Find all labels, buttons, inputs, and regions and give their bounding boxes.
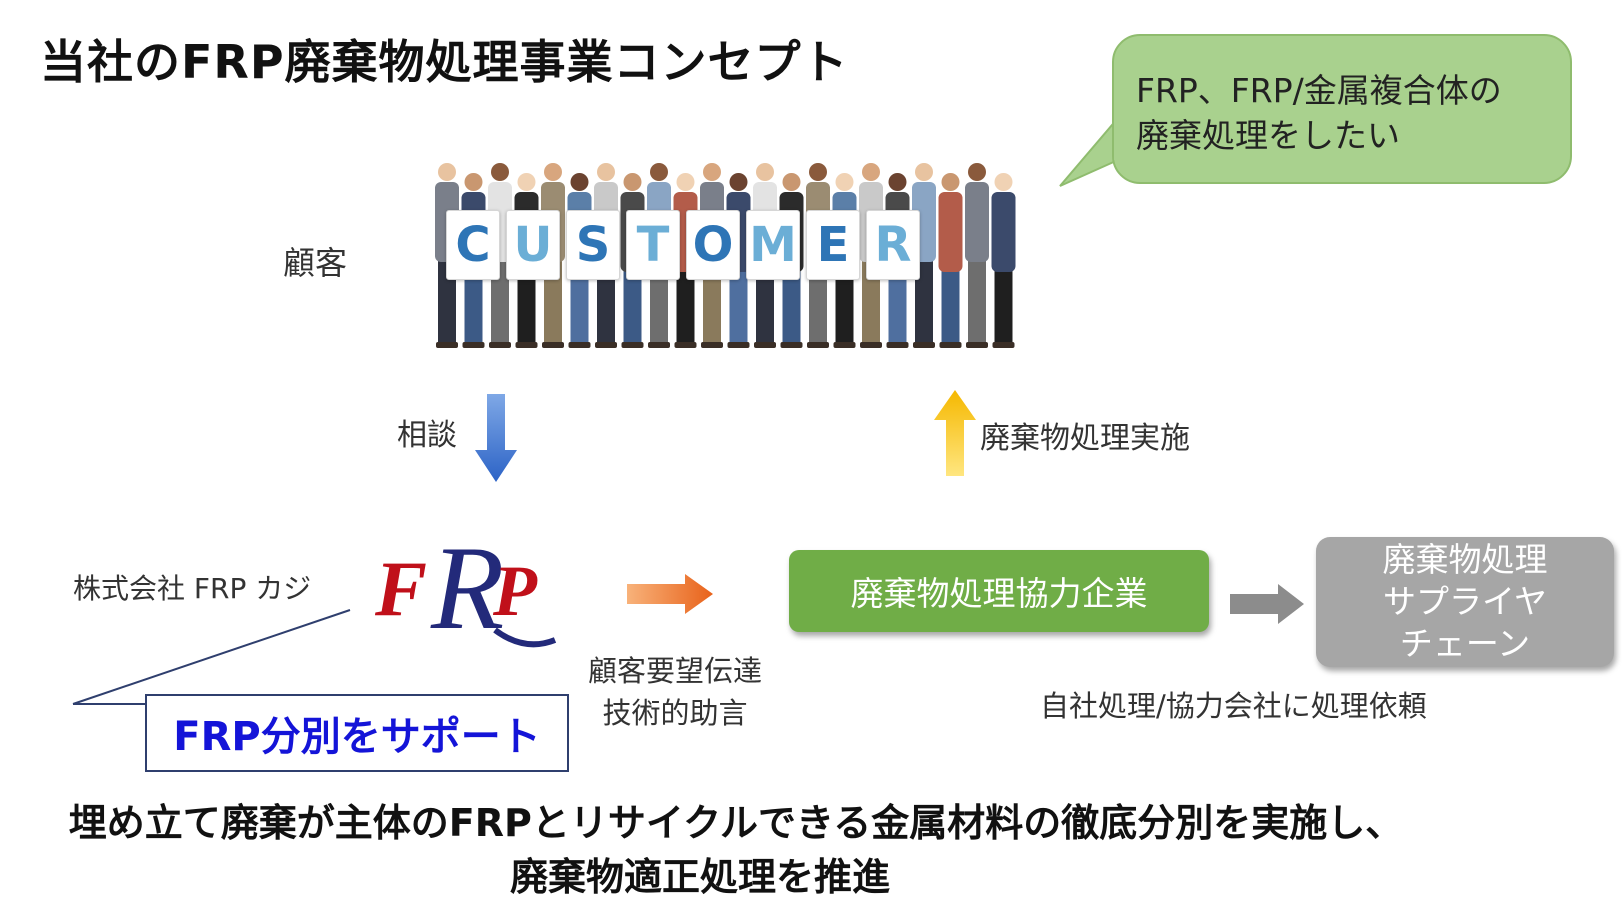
letter-card: E <box>806 210 860 280</box>
support-box: FRP分別をサポート <box>145 694 569 772</box>
letter-card: R <box>866 210 920 280</box>
svg-text:F: F <box>375 545 427 632</box>
relay-label: 顧客要望伝達 技術的助言 <box>575 650 775 734</box>
footer-line-2: 廃棄物適正処理を推進 <box>509 855 890 899</box>
consult-label: 相談 <box>397 418 457 453</box>
letter-card: O <box>686 210 740 280</box>
frp-logo-icon: F R P <box>375 521 557 654</box>
supplier-box: 廃棄物処理 サプライヤ チェーン <box>1316 537 1614 667</box>
svg-text:R: R <box>430 521 504 654</box>
bubble-line-2: 廃棄処理をしたい <box>1136 116 1400 155</box>
customer-letter-cards: C U S T O M E R <box>446 210 920 280</box>
person-figure <box>991 173 1016 348</box>
letter-card: S <box>566 210 620 280</box>
letter-card: U <box>506 210 560 280</box>
relay-line-2: 技術的助言 <box>602 696 748 730</box>
bubble-tail-joint <box>1114 120 1120 160</box>
speech-bubble: FRP、FRP/金属複合体の 廃棄処理をしたい <box>1112 34 1572 184</box>
down-arrow-icon <box>475 394 517 482</box>
footer-statement: 埋め立て廃棄が主体のFRPとリサイクルできる金属材料の徹底分別を実施し、 廃棄物… <box>0 796 1622 904</box>
letter-card: M <box>746 210 800 280</box>
letter-card: T <box>626 210 680 280</box>
company-name: 株式会社 FRP カジ <box>73 572 312 605</box>
page-title: 当社のFRP廃棄物処理事業コンセプト <box>40 35 849 89</box>
supplier-line-1: 廃棄物処理 <box>1382 540 1548 579</box>
right-arrow-icon <box>627 574 713 614</box>
bubble-line-1: FRP、FRP/金属複合体の <box>1136 71 1502 110</box>
customer-label: 顧客 <box>283 244 348 282</box>
person-figure <box>965 163 989 348</box>
svg-text:P: P <box>492 551 538 631</box>
supplier-line-3: チェーン <box>1399 624 1531 663</box>
person-figure <box>938 173 963 348</box>
person-figure <box>912 163 936 348</box>
letter-card: C <box>446 210 500 280</box>
customer-group-image <box>435 163 1016 348</box>
up-arrow-icon <box>934 390 976 476</box>
relay-line-1: 顧客要望伝達 <box>587 654 762 688</box>
right-arrow-icon <box>1230 584 1304 624</box>
outsource-label: 自社処理/協力会社に処理依頼 <box>1040 689 1427 723</box>
supplier-line-2: サプライヤ <box>1382 582 1547 621</box>
disposal-done-label: 廃棄物処理実施 <box>980 421 1190 456</box>
partner-box: 廃棄物処理協力企業 <box>789 550 1209 632</box>
footer-line-1: 埋め立て廃棄が主体のFRPとリサイクルできる金属材料の徹底分別を実施し、 <box>68 801 1404 845</box>
